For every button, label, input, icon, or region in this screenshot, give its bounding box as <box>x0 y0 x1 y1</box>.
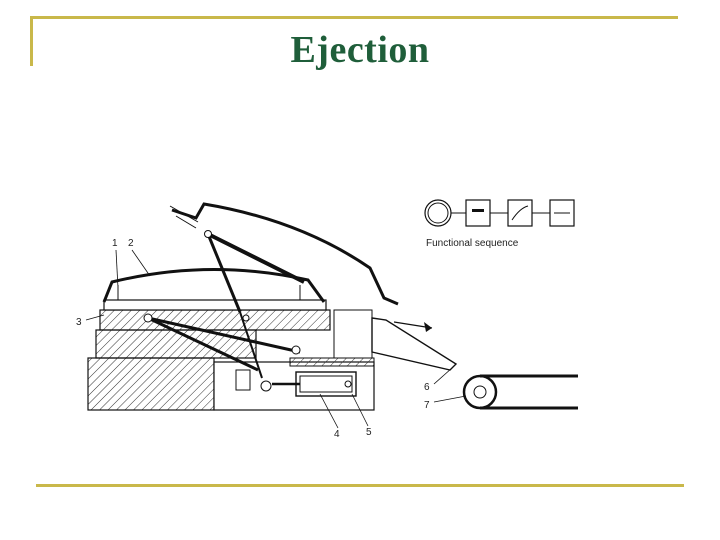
slide-title: Ejection <box>290 29 430 71</box>
part-number-6: 6 <box>424 382 430 393</box>
part-number-7: 7 <box>424 400 430 411</box>
sequence-step-1-icon <box>465 199 491 227</box>
part-number-3: 3 <box>76 317 82 328</box>
frame-top-rule <box>30 16 678 19</box>
base-block <box>87 357 215 411</box>
part-number-1: 1 <box>112 238 118 249</box>
sequence-start-icon <box>424 199 452 227</box>
frame-bottom-rule <box>36 484 684 487</box>
mid-block <box>95 329 257 359</box>
part-number-5: 5 <box>366 427 372 438</box>
fixture-plate <box>103 299 327 311</box>
chute <box>371 317 458 371</box>
part-number-4: 4 <box>334 429 340 440</box>
upper-plate <box>99 309 331 331</box>
functional-sequence-label: Functional sequence <box>426 238 519 249</box>
part-number-2: 2 <box>128 238 134 249</box>
frame-left-rule <box>30 16 33 66</box>
lever-arm <box>207 232 305 284</box>
ejection-mechanism-diagram: Functional sequence 1 2 3 4 5 6 7 <box>76 199 578 440</box>
sequence-step-2-icon <box>507 199 533 227</box>
ejected-bowl <box>171 202 399 306</box>
